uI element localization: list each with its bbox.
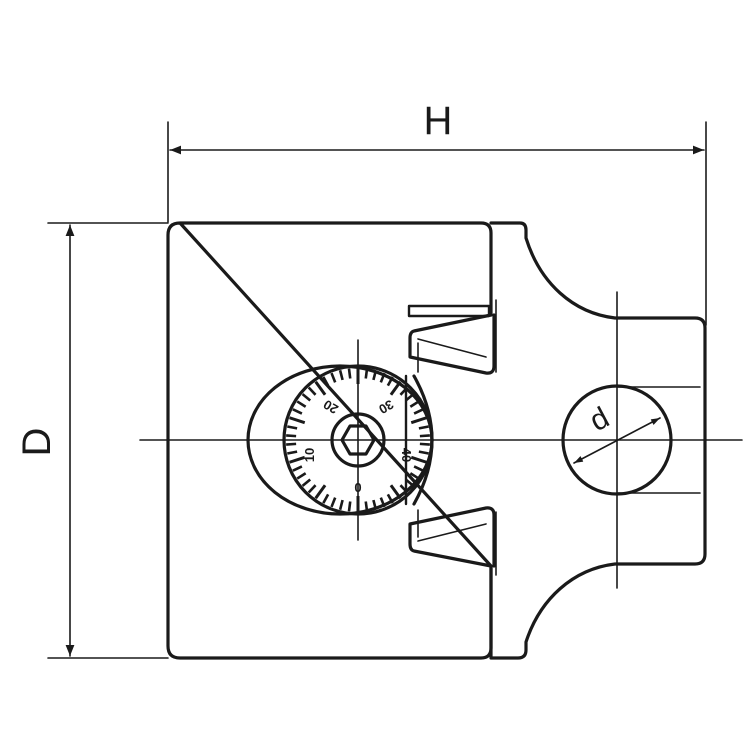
dial-minor-tick <box>379 497 386 508</box>
dimension-label-bore: d <box>584 401 614 438</box>
dial-minor-tick <box>322 376 330 387</box>
hex-socket-icon <box>340 424 376 456</box>
dial-minor-tick <box>347 368 352 379</box>
dial-major-tick <box>314 484 327 500</box>
dial-minor-tick <box>307 386 317 396</box>
dovetail-slide <box>408 221 707 660</box>
dial-minor-tick <box>413 408 424 415</box>
dial-major-tick <box>389 380 402 396</box>
dial-minor-tick <box>292 408 303 415</box>
dial-minor-tick <box>399 386 409 396</box>
bore-circle <box>561 384 673 496</box>
dial-hub <box>330 412 386 468</box>
dial-minor-tick <box>386 493 394 504</box>
dial-minor-tick <box>404 393 415 402</box>
dial-label-40: 40 <box>399 448 414 462</box>
dial-label-0: 0 <box>354 480 361 495</box>
dial-minor-tick <box>419 434 430 438</box>
dial-major-tick <box>289 455 306 464</box>
dial-minor-tick <box>409 400 420 408</box>
dimension-d: D <box>15 222 169 659</box>
main-body <box>166 221 493 660</box>
dial-label-20: 20 <box>321 397 341 417</box>
dial-minor-tick <box>292 465 303 472</box>
dovetail-inner-upper <box>417 338 487 373</box>
dial-minor-tick <box>287 450 298 455</box>
dial-minor-tick <box>307 484 317 494</box>
dimension-label-d: D <box>15 428 59 457</box>
dial-label-10: 10 <box>302 448 317 462</box>
dial-major-tick <box>314 380 327 396</box>
bore-dimension-line <box>573 417 661 464</box>
dial-minor-tick <box>399 484 409 494</box>
dial-minor-tick <box>409 472 420 480</box>
dial-minor-tick <box>379 372 386 383</box>
dial-face <box>282 364 434 516</box>
dial-assembly: 0 10 20 30 40 <box>246 364 434 516</box>
centerlines <box>139 291 743 589</box>
dial-minor-tick <box>330 497 337 508</box>
dial-major-tick <box>289 416 306 425</box>
dial-minor-tick <box>418 450 429 455</box>
dial-minor-tick <box>286 434 297 438</box>
dial-minor-tick <box>338 369 344 381</box>
dial-minor-tick <box>301 393 312 402</box>
keyway-strip <box>407 304 491 318</box>
dial-minor-tick <box>372 369 378 381</box>
dial-major-tick <box>410 455 427 464</box>
dial-minor-tick <box>296 400 307 408</box>
dial-minor-tick <box>364 368 369 379</box>
dial-minor-tick <box>372 499 378 511</box>
dimension-label-h: H <box>424 99 453 143</box>
dovetail-inner-lower <box>417 509 487 542</box>
dial-minor-tick <box>338 499 344 511</box>
dial-minor-tick <box>386 376 394 387</box>
dial-minor-tick <box>413 465 424 472</box>
dial-minor-tick <box>347 501 352 512</box>
dial-minor-tick <box>418 425 429 430</box>
dial-minor-tick <box>404 478 415 487</box>
dial-minor-tick <box>301 478 312 487</box>
dial-minor-tick <box>287 425 298 430</box>
dial-minor-tick <box>296 472 307 480</box>
dial-minor-tick <box>364 501 369 512</box>
dial-minor-tick <box>330 372 337 383</box>
dimension-h: H <box>167 99 707 326</box>
dial-major-tick <box>389 484 402 500</box>
dial-minor-tick <box>286 442 297 446</box>
dial-minor-tick <box>419 442 430 446</box>
dial-minor-tick <box>322 493 330 504</box>
dial-major-tick <box>410 416 427 425</box>
dial-ticks <box>286 368 430 512</box>
dial-label-30: 30 <box>376 397 396 417</box>
